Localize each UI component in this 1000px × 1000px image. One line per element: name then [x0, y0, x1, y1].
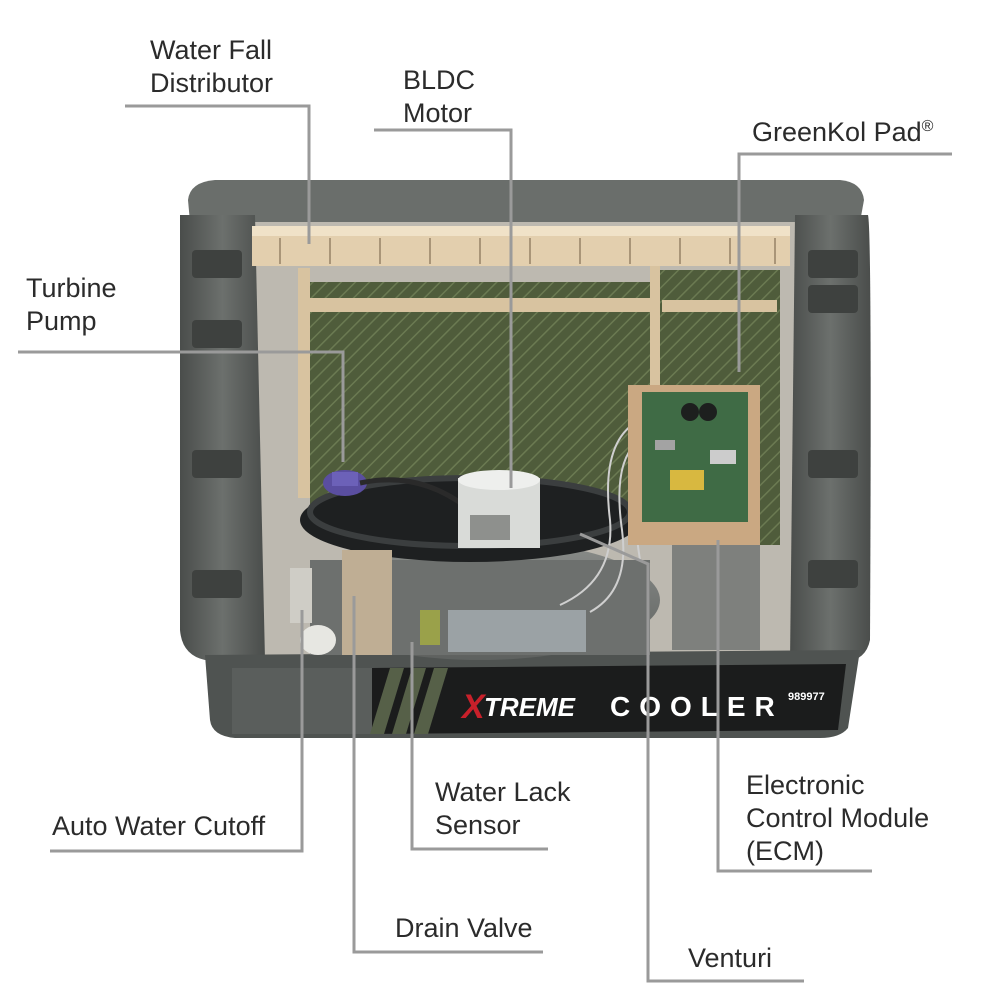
leader-ecm [716, 540, 872, 873]
leader-auto-cutoff [50, 610, 304, 853]
leader-water-lack [410, 642, 548, 851]
label-water-fall-distributor: Water Fall Distributor [150, 34, 273, 100]
label-venturi: Venturi [688, 942, 772, 975]
label-greenkol-text: GreenKol Pad [752, 117, 922, 147]
label-water-lack-line1: Water Lack [435, 777, 571, 807]
leader-drain [352, 596, 543, 954]
label-auto-cutoff-text: Auto Water Cutoff [52, 811, 266, 841]
label-water-fall-line1: Water Fall [150, 35, 273, 65]
bldc-motor [458, 470, 540, 548]
registered-mark: ® [921, 118, 934, 135]
brand-logo-rest: TREME [484, 692, 576, 722]
ecm-board [628, 385, 760, 650]
label-ecm: Electronic Control Module (ECM) [746, 769, 929, 868]
label-bldc-line2: Motor [403, 98, 473, 128]
leader-greenkol [737, 152, 952, 372]
auto-water-cutoff [290, 568, 336, 655]
water-lack-sensor [420, 610, 586, 652]
label-drain-valve-text: Drain Valve [395, 913, 533, 943]
label-ecm-line1: Electronic [746, 770, 865, 800]
label-turbine-pump: Turbine Pump [26, 272, 117, 338]
label-bldc-line1: BLDC [403, 65, 476, 95]
leader-turbine [18, 350, 345, 462]
label-turbine-line2: Pump [26, 306, 97, 336]
label-ecm-line3: (ECM) [746, 836, 824, 866]
leader-venturi [579, 532, 804, 983]
label-drain-valve: Drain Valve [395, 912, 533, 945]
leader-water-fall [125, 104, 311, 244]
brand-logo: X TREME COOLER 989977 [460, 688, 825, 726]
label-greenkol-pad: GreenKol Pad® [752, 110, 933, 149]
label-bldc-motor: BLDC Motor [403, 64, 475, 130]
label-water-lack-line2: Sensor [435, 810, 521, 840]
label-water-lack-sensor: Water Lack Sensor [435, 776, 571, 842]
brand-phone: 989977 [788, 691, 825, 703]
brand-logo-x: X [460, 688, 487, 726]
label-water-fall-line2: Distributor [150, 68, 274, 98]
label-turbine-line1: Turbine [26, 273, 117, 303]
water-fall-distributor [252, 226, 790, 266]
drain-valve [342, 550, 392, 655]
leader-bldc [374, 128, 513, 488]
label-venturi-text: Venturi [688, 943, 773, 973]
label-ecm-line2: Control Module [746, 803, 930, 833]
leader-lines [18, 104, 952, 983]
label-auto-water-cutoff: Auto Water Cutoff [52, 810, 265, 843]
brand-word: COOLER [610, 691, 784, 722]
